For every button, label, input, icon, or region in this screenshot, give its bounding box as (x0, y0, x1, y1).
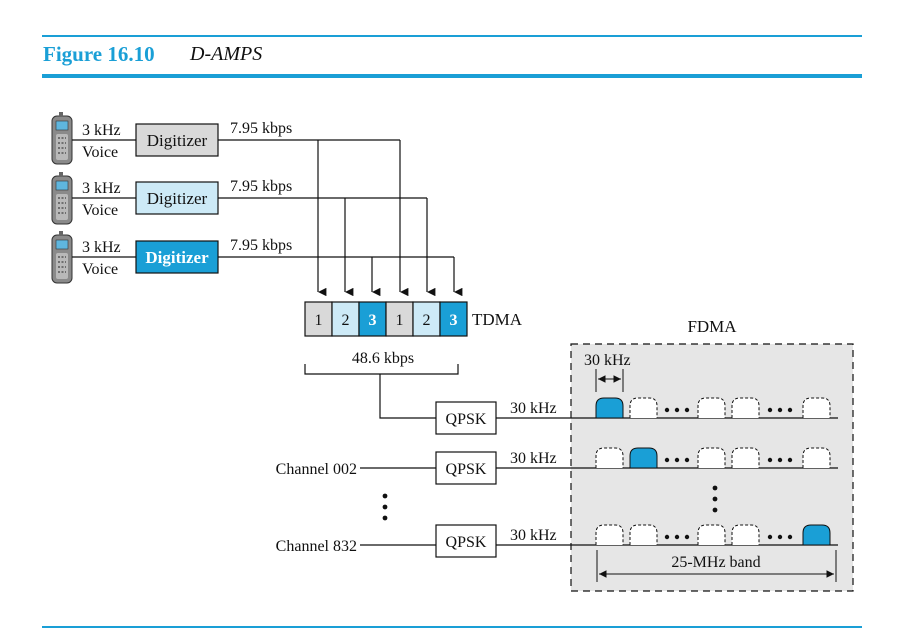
bitrate-label: 7.95 kbps (230, 178, 292, 195)
voice-freq-label: 3 kHz (82, 180, 121, 197)
tdma-slot-label: 3 (369, 312, 377, 329)
qpsk-box (435, 401, 497, 435)
voice-label: Voice (82, 144, 118, 161)
tdma-slot (358, 301, 387, 337)
tdma-label: TDMA (472, 310, 523, 329)
digitizer-label: Digitizer (147, 131, 208, 150)
digitizer-label: Digitizer (147, 189, 208, 208)
tdma-slot-label: 1 (396, 312, 404, 329)
digitizer-label: Digitizer (145, 248, 209, 267)
voice-freq-label: 3 kHz (82, 239, 121, 256)
more-channels-ellipsis (382, 485, 718, 521)
channel-name-label: Channel 002 (276, 461, 357, 478)
tdma-slot (439, 301, 468, 337)
tdma-slot (385, 301, 414, 337)
voice-source-3: 3 kHz Voice Digitizer 7.95 kbps (51, 231, 292, 284)
qpsk-box (435, 451, 497, 485)
tdma-slot-label: 1 (315, 312, 323, 329)
qpsk-label: QPSK (446, 461, 487, 478)
header-bottom-rule (42, 74, 862, 78)
channel-bandwidth-label: 30 kHz (510, 450, 557, 467)
digitizer-box (135, 123, 219, 157)
footer-rule (42, 626, 862, 628)
fdma-channel-slots (595, 397, 831, 419)
digitizer-box (135, 181, 219, 215)
fdma-channel-slots (595, 524, 831, 546)
channel-width-label: 30 kHz (584, 352, 631, 369)
bitrate-label: 7.95 kbps (230, 120, 292, 137)
cell-phone-icon (51, 231, 73, 284)
channel-bandwidth-label: 30 kHz (510, 527, 557, 544)
tdma-slot-label: 2 (423, 312, 431, 329)
cell-phone-icon (51, 112, 73, 165)
voice-label: Voice (82, 202, 118, 219)
channel-row-3: Channel 832 QPSK 30 kHz (276, 524, 838, 558)
figure-number: Figure 16.10 (43, 42, 155, 66)
digitizer-box (135, 240, 219, 274)
qpsk-label: QPSK (446, 411, 487, 428)
tdma-slot-label: 2 (342, 312, 350, 329)
voice-source-2: 3 kHz Voice Digitizer 7.95 kbps (51, 172, 292, 225)
voice-label: Voice (82, 261, 118, 278)
tdma-slot-label: 3 (450, 312, 458, 329)
voice-source-1: 3 kHz Voice Digitizer 7.95 kbps (51, 112, 292, 165)
header-top-rule (42, 35, 862, 37)
tdma-wiring (218, 139, 463, 297)
qpsk-label: QPSK (446, 534, 487, 551)
band-width-marker (596, 550, 837, 582)
voice-freq-label: 3 kHz (82, 122, 121, 139)
channel-name-label: Channel 832 (276, 538, 357, 555)
tdma-rate-label: 48.6 kbps (352, 350, 414, 367)
band-label: 25-MHz band (671, 554, 760, 571)
channel-row-1: QPSK 30 kHz (435, 397, 838, 435)
channel-row-2: Channel 002 QPSK 30 kHz (276, 447, 838, 485)
cell-phone-icon (51, 172, 73, 225)
fdma-channel-slots (595, 447, 831, 469)
bitrate-label: 7.95 kbps (230, 237, 292, 254)
tdma-frame: 1 2 3 1 2 3 TDMA (304, 301, 523, 337)
figure-title: D-AMPS (190, 43, 263, 65)
figure-header: Figure 16.10 D-AMPS (0, 0, 900, 80)
qpsk-box (435, 524, 497, 558)
channel-bandwidth-label: 30 kHz (510, 400, 557, 417)
tdma-rate-bracket (304, 364, 459, 419)
fdma-title: FDMA (687, 317, 737, 336)
